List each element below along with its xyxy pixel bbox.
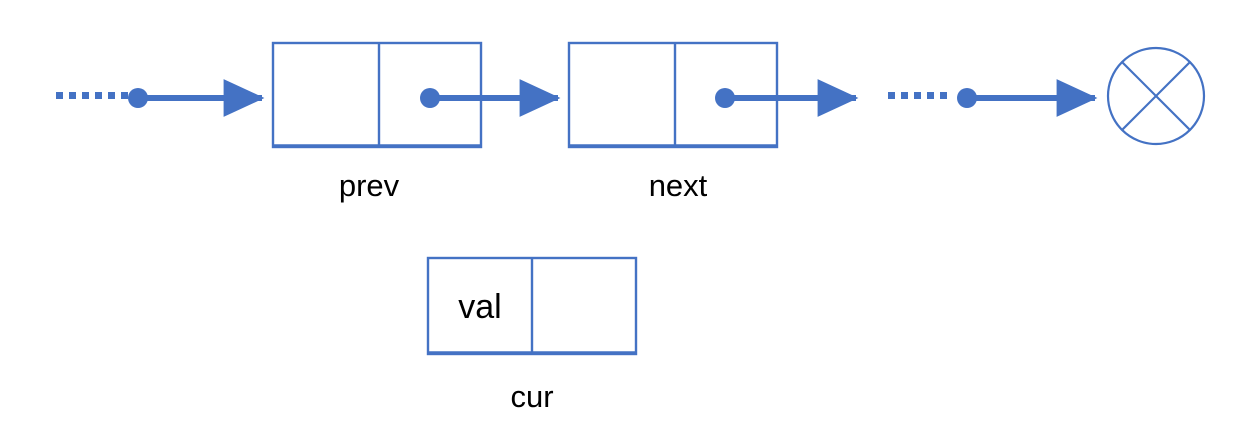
right-ellipsis-icon (888, 92, 947, 99)
node-box-next (567, 41, 779, 149)
pointer-prev-to-next (420, 79, 561, 117)
pointer-incoming-to-prev (128, 79, 265, 117)
null-terminator-icon (1106, 46, 1206, 146)
left-ellipsis-icon (56, 92, 128, 99)
node-box-cur (426, 256, 638, 356)
node-label-cur: cur (510, 379, 554, 414)
cur-value-text: val (458, 288, 502, 326)
pointer-next-to-tail (715, 79, 859, 117)
node-label-next: next (648, 168, 708, 203)
pointer-to-null (957, 79, 1098, 117)
node-label-prev: prev (338, 168, 400, 203)
